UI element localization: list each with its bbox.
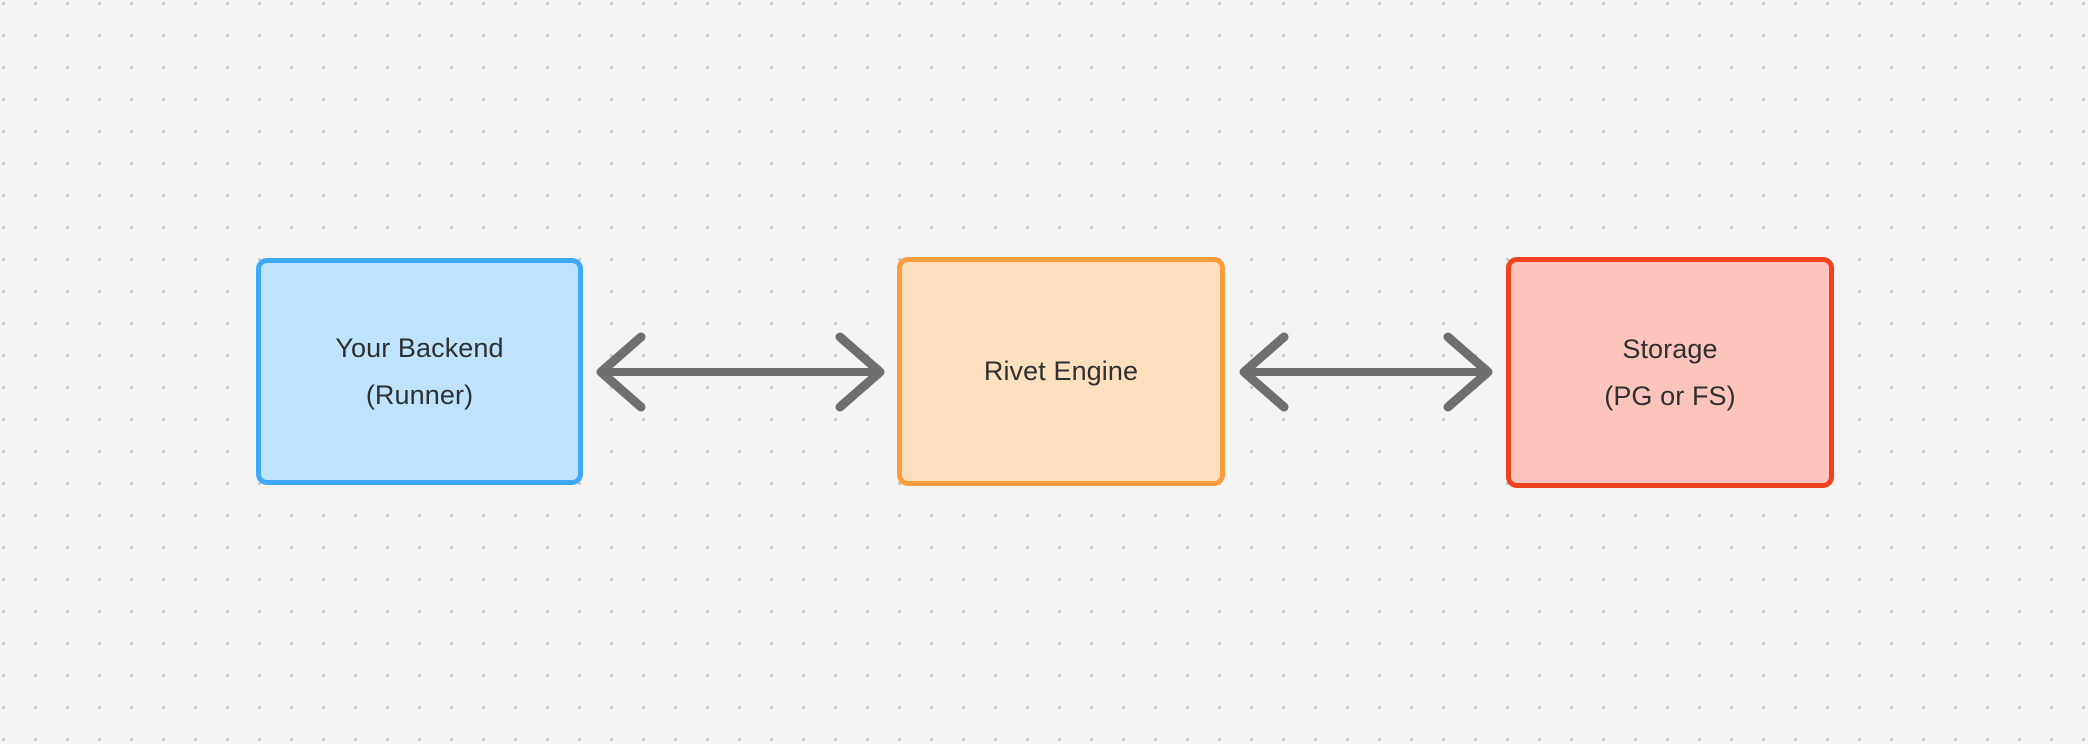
edge-backend-engine [596, 332, 885, 412]
node-your-backend-label: Your Backend (Runner) [335, 332, 504, 410]
node-rivet-engine[interactable]: Rivet Engine [897, 257, 1225, 486]
node-rivet-engine-label: Rivet Engine [983, 356, 1139, 386]
edge-engine-storage [1239, 332, 1493, 412]
node-storage-label: Storage (PG or FS) [1604, 333, 1736, 411]
node-storage[interactable]: Storage (PG or FS) [1506, 257, 1834, 488]
node-your-backend[interactable]: Your Backend (Runner) [256, 258, 583, 485]
